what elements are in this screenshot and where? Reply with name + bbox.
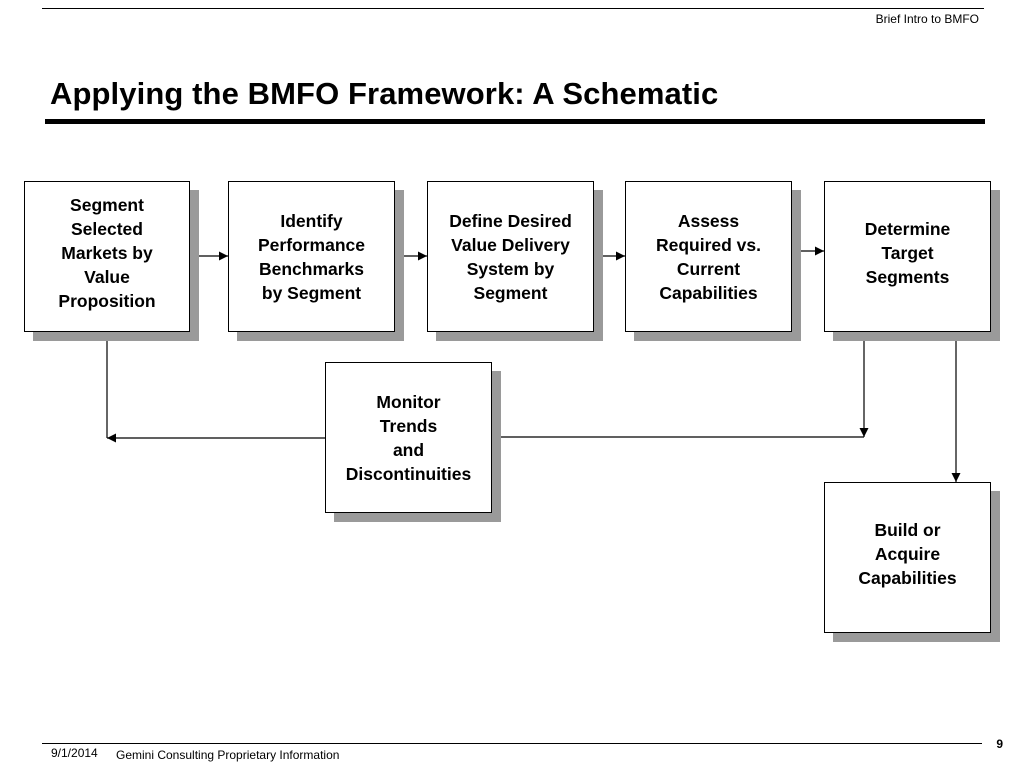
title-rule — [45, 119, 985, 124]
box-assess-capabilities: Assess Required vs. Current Capabilities — [625, 181, 792, 332]
header-note: Brief Intro to BMFO — [875, 12, 979, 26]
box-label: Assess Required vs. Current Capabilities — [655, 210, 762, 303]
box-segment-markets: Segment Selected Markets by Value Propos… — [24, 181, 190, 332]
box-determine-target-segments: Determine Target Segments — [824, 181, 991, 332]
box-build-acquire-capabilities: Build or Acquire Capabilities — [824, 482, 991, 633]
box-define-value-delivery: Define Desired Value Delivery System by … — [427, 181, 594, 332]
slide-title: Applying the BMFO Framework: A Schematic — [50, 76, 719, 111]
box-label: Define Desired Value Delivery System by … — [449, 210, 572, 303]
header-rule — [42, 8, 984, 9]
box-label: Segment Selected Markets by Value Propos… — [58, 194, 156, 311]
box-monitor-trends: Monitor Trends and Discontinuities — [325, 362, 492, 513]
footer-text: Gemini Consulting Proprietary Informatio… — [116, 748, 340, 762]
footer-date: 9/1/2014 — [51, 746, 98, 760]
page-number: 9 — [996, 737, 1003, 751]
box-label: Identify Performance Benchmarks by Segme… — [258, 210, 365, 303]
footer-rule — [42, 743, 982, 744]
box-label: Build or Acquire Capabilities — [858, 519, 957, 588]
box-label: Determine Target Segments — [864, 218, 951, 287]
box-label: Monitor Trends and Discontinuities — [345, 391, 472, 484]
box-identify-benchmarks: Identify Performance Benchmarks by Segme… — [228, 181, 395, 332]
